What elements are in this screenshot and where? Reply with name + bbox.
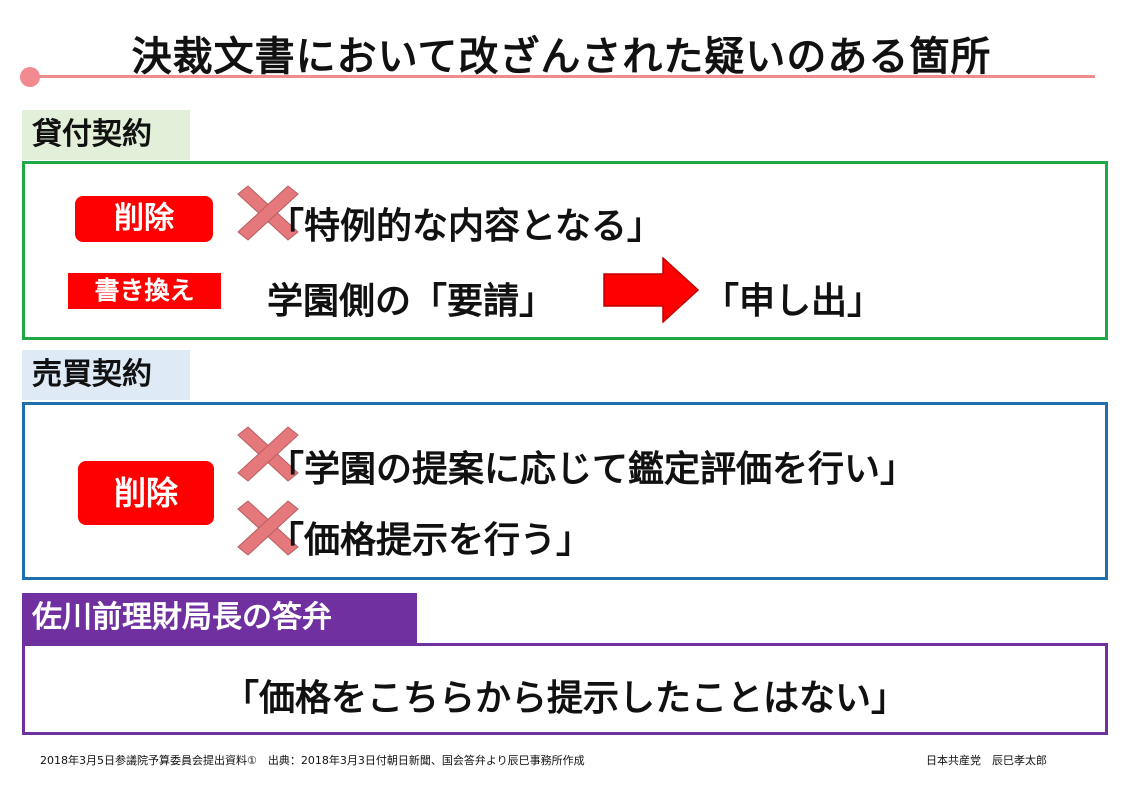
cross-mark-icon [237, 426, 299, 482]
cross-mark-icon [237, 500, 299, 556]
section-label-sagawa-answer: 佐川前理財局長の答弁 [22, 593, 417, 643]
section-label-lending-contract: 貸付契約 [22, 110, 190, 160]
footer-source: 2018年3月5日参議院予算委員会提出資料① 出典：2018年3月3日付朝日新聞… [40, 754, 585, 767]
deleted-phrase: 「価格提示を行う」 [268, 520, 593, 561]
right-arrow-icon [603, 257, 699, 323]
deleted-phrase: 「特例的な内容となる」 [268, 206, 663, 247]
delete-tag: 削除 [75, 196, 213, 242]
section-label-sales-contract: 売買契約 [22, 350, 190, 400]
cross-mark-icon [237, 185, 299, 241]
title-bullet-dot [20, 67, 40, 87]
page-title: 決裁文書において改ざんされた疑いのある箇所 [131, 34, 992, 80]
rewrite-after-text: 「申し出」 [703, 281, 884, 322]
footer-author: 日本共産党 辰巳孝太郎 [926, 754, 1047, 767]
rewrite-before-text: 学園側の「要請」 [267, 281, 556, 322]
section-box-lending-contract [22, 161, 1108, 340]
deleted-phrase: 「学園の提案に応じて鑑定評価を行い」 [268, 449, 917, 490]
section-box-sagawa-answer [22, 643, 1108, 735]
title-underline [30, 75, 1095, 78]
answer-quote: 「価格をこちらから提示したことはない」 [222, 678, 907, 719]
rewrite-tag: 書き換え [68, 273, 221, 309]
delete-tag: 削除 [78, 461, 214, 525]
